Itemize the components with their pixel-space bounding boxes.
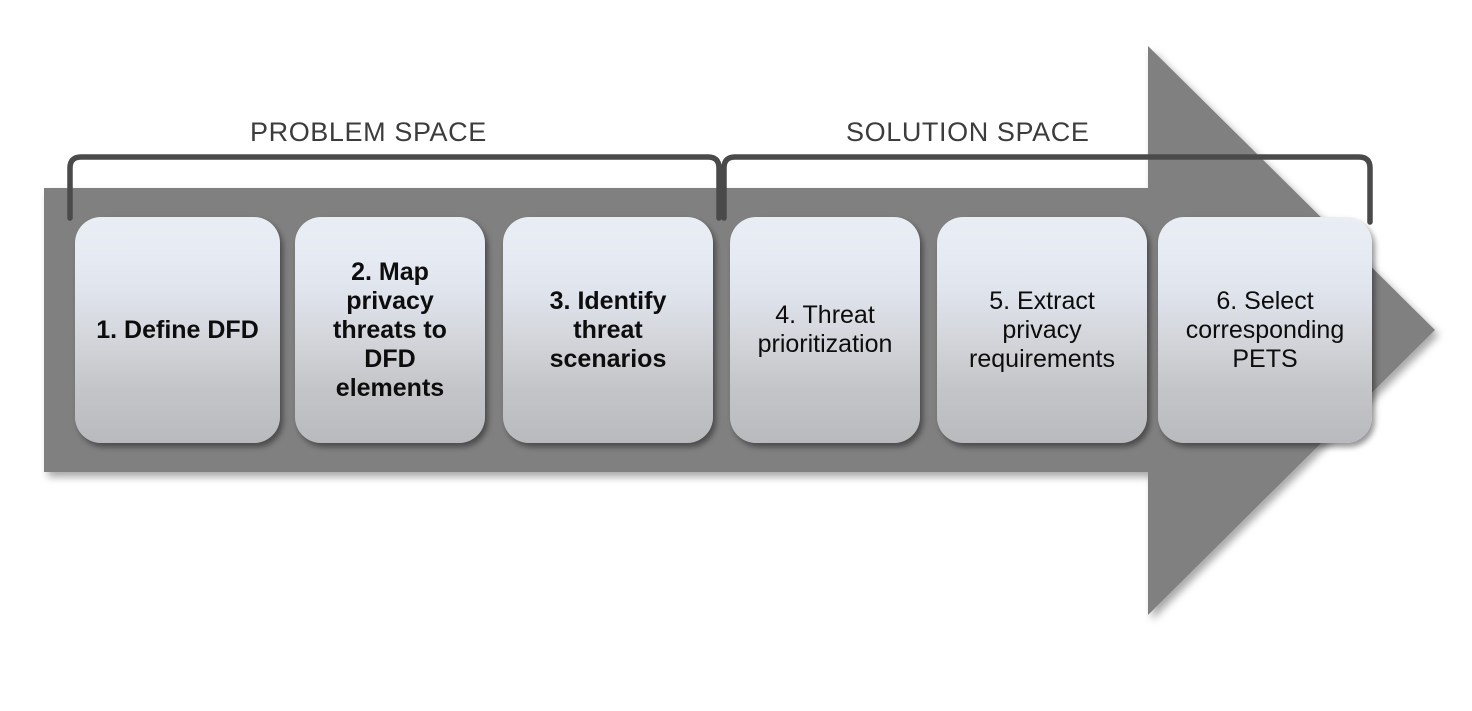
step-box-3-identify-threat-scenarios[interactable]: 3. Identify threat scenarios <box>503 217 713 443</box>
step-label: 2. Map privacy threats to DFD elements <box>333 257 447 402</box>
step-box-1-define-dfd[interactable]: 1. Define DFD <box>75 217 280 443</box>
step-box-2-map-privacy-threats[interactable]: 2. Map privacy threats to DFD elements <box>295 217 485 443</box>
bracket-problem-space <box>67 154 722 221</box>
step-label: 6. Select corresponding PETS <box>1185 286 1345 373</box>
bracket-solution-space <box>721 154 1373 225</box>
step-label: 3. Identify threat scenarios <box>549 286 667 373</box>
step-label: 1. Define DFD <box>96 315 259 344</box>
phase-label-solution-space: SOLUTION SPACE <box>846 117 1090 147</box>
step-box-4-threat-prioritization[interactable]: 4. Threat prioritization <box>730 217 920 443</box>
step-label: 5. Extract privacy requirements <box>969 286 1115 373</box>
step-label: 4. Threat prioritization <box>757 301 893 358</box>
step-box-5-extract-privacy-requirements[interactable]: 5. Extract privacy requirements <box>937 217 1147 443</box>
step-box-6-select-corresponding-pets[interactable]: 6. Select corresponding PETS <box>1158 217 1372 443</box>
phase-label-problem-space: PROBLEM SPACE <box>250 117 487 147</box>
